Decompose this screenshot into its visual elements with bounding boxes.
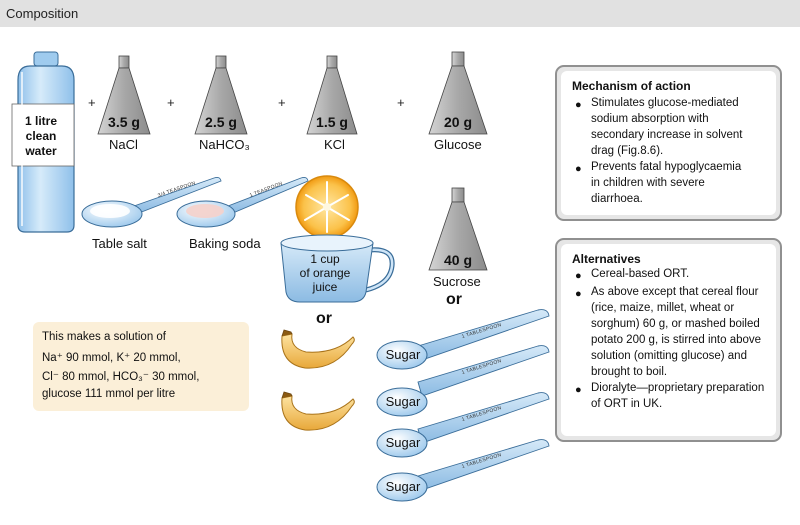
flask-nacl-icon [97,55,151,135]
cup-label-line: 1 cup [310,252,340,266]
solution-line: Cl⁻ 80 mmol, HCO₃⁻ 30 mmol, [42,371,200,383]
alternatives-panel-body: Alternatives ● Cereal-based ORT. ● As ab… [561,244,776,436]
mechanism-panel: Mechanism of action ● Stimulates glucose… [555,65,782,221]
plus-sign: + [397,95,405,110]
orange-slice-icon [295,175,359,239]
tablespoon-icon [376,392,550,458]
tablespoon-icon [376,309,550,370]
or-text: or [446,291,462,308]
bottle-label-line: water [25,144,57,158]
or-text: or [316,310,332,327]
alternatives-title: Alternatives [572,252,641,266]
salt-spoon-icon [81,176,222,228]
alternatives-line: brought to boil. [591,366,668,378]
banana-icon [281,329,355,369]
alternatives-line: Cereal-based ORT. [591,268,690,280]
plus-sign: + [88,95,96,110]
flask-sucrose-icon [428,187,488,271]
flask-name: KCl [324,137,345,152]
cup-label: 1 cup of orange juice [283,252,367,294]
bullet-icon: ● [575,384,582,396]
mechanism-line: sodium absorption with [591,113,709,125]
flask-name: NaCl [109,137,138,152]
table-salt-label: Table salt [92,236,147,251]
illustration [11,51,550,502]
sugar-label: Sugar [385,435,421,450]
alternatives-line: solution (omitting glucose) and [591,350,747,362]
alternatives-line: of ORT in UK. [591,398,663,410]
mechanism-title: Mechanism of action [572,79,691,93]
mechanism-line: drag (Fig.8.6). [591,145,664,157]
cup-label-line: juice [312,280,338,294]
header-bar: Composition [0,0,800,27]
cup-label-line: of orange [299,266,351,280]
alternatives-line: (rice, maize, millet, wheat or [591,302,735,314]
flask-nahco3-icon [194,55,248,135]
flask-name: Glucose [434,137,482,152]
bullet-icon: ● [575,270,582,282]
sugar-label: Sugar [385,347,421,362]
bullet-icon: ● [575,163,582,175]
mechanism-line: secondary increase in solvent [591,129,743,141]
flask-weight: 20 g [443,114,472,130]
flask-weight: 1.5 g [316,114,348,130]
bottle-label: 1 litre clean water [16,114,66,159]
banana-icon [281,391,355,431]
flask-kcl-icon [306,55,358,135]
solution-line: This makes a solution of [42,331,167,343]
alternatives-line: As above except that cereal flour [591,286,759,298]
plus-sign: + [278,95,286,110]
alternatives-line: sorghum) 60 g, or mashed boiled [591,318,760,330]
flask-name: NaHCO₃ [199,137,250,152]
plus-sign: + [167,95,175,110]
sugar-label: Sugar [385,479,421,494]
alternatives-line: Dioralyte—proprietary preparation [591,382,765,394]
mechanism-line: Prevents fatal hypoglycaemia [591,161,742,173]
baking-soda-label: Baking soda [189,236,261,251]
flask-glucose-icon [428,51,488,135]
flask-weight: 2.5 g [205,114,237,130]
cup-icon [280,234,395,303]
header-title: Composition [6,6,79,21]
solution-info-box: This makes a solution of Na⁺ 90 mmol, K⁺… [33,322,249,411]
soda-spoon-icon [176,176,309,228]
solution-line: Na⁺ 90 mmol, K⁺ 20 mmol, [42,352,181,364]
tablespoon-icon [376,345,550,417]
water-bottle-icon [11,51,75,233]
bullet-icon: ● [575,288,582,300]
mechanism-panel-body: Mechanism of action ● Stimulates glucose… [561,71,776,215]
sugar-label: Sugar [385,394,421,409]
mechanism-line: Stimulates glucose-mediated [591,97,739,109]
mechanism-line: diarrhoea. [591,193,643,205]
sucrose-name: Sucrose [433,274,481,289]
alternatives-line: potato 200 g, is stirred into above [591,334,762,346]
alternatives-panel: Alternatives ● Cereal-based ORT. ● As ab… [555,238,782,442]
solution-line: glucose 111 mmol per litre [42,388,176,400]
bullet-icon: ● [575,99,582,111]
flask-weight: 3.5 g [108,114,140,130]
tablespoon-icon [376,439,550,502]
bottle-label-line: 1 litre [24,114,57,128]
bottle-label-line: clean [25,129,57,143]
sucrose-weight: 40 g [443,252,472,268]
mechanism-line: in children with severe [591,177,705,189]
